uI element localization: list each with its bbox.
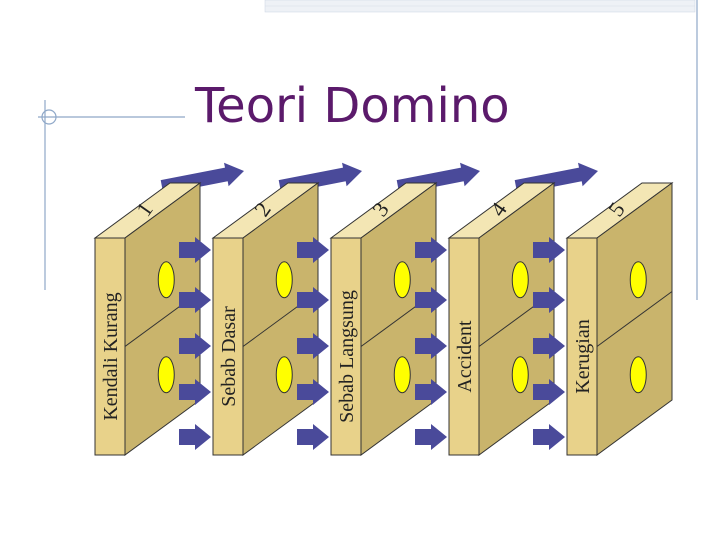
side-arrow <box>297 424 329 450</box>
domino-label: Sebab Dasar <box>218 306 240 407</box>
domino-label: Sebab Langsung <box>336 290 358 423</box>
domino-dot <box>630 357 646 393</box>
domino-dot <box>394 262 410 298</box>
side-arrow <box>415 424 447 450</box>
domino-label: Kendali Kurang <box>100 292 122 420</box>
domino-dot <box>158 262 174 298</box>
domino-label: Accident <box>454 320 476 393</box>
side-arrow <box>533 424 565 450</box>
side-arrow <box>179 424 211 450</box>
domino-dot <box>512 357 528 393</box>
domino-dot <box>276 262 292 298</box>
domino-dot <box>394 357 410 393</box>
domino-label: Kerugian <box>572 319 594 393</box>
domino-dot <box>276 357 292 393</box>
domino-dot <box>158 357 174 393</box>
domino-dot <box>630 262 646 298</box>
domino-dot <box>512 262 528 298</box>
